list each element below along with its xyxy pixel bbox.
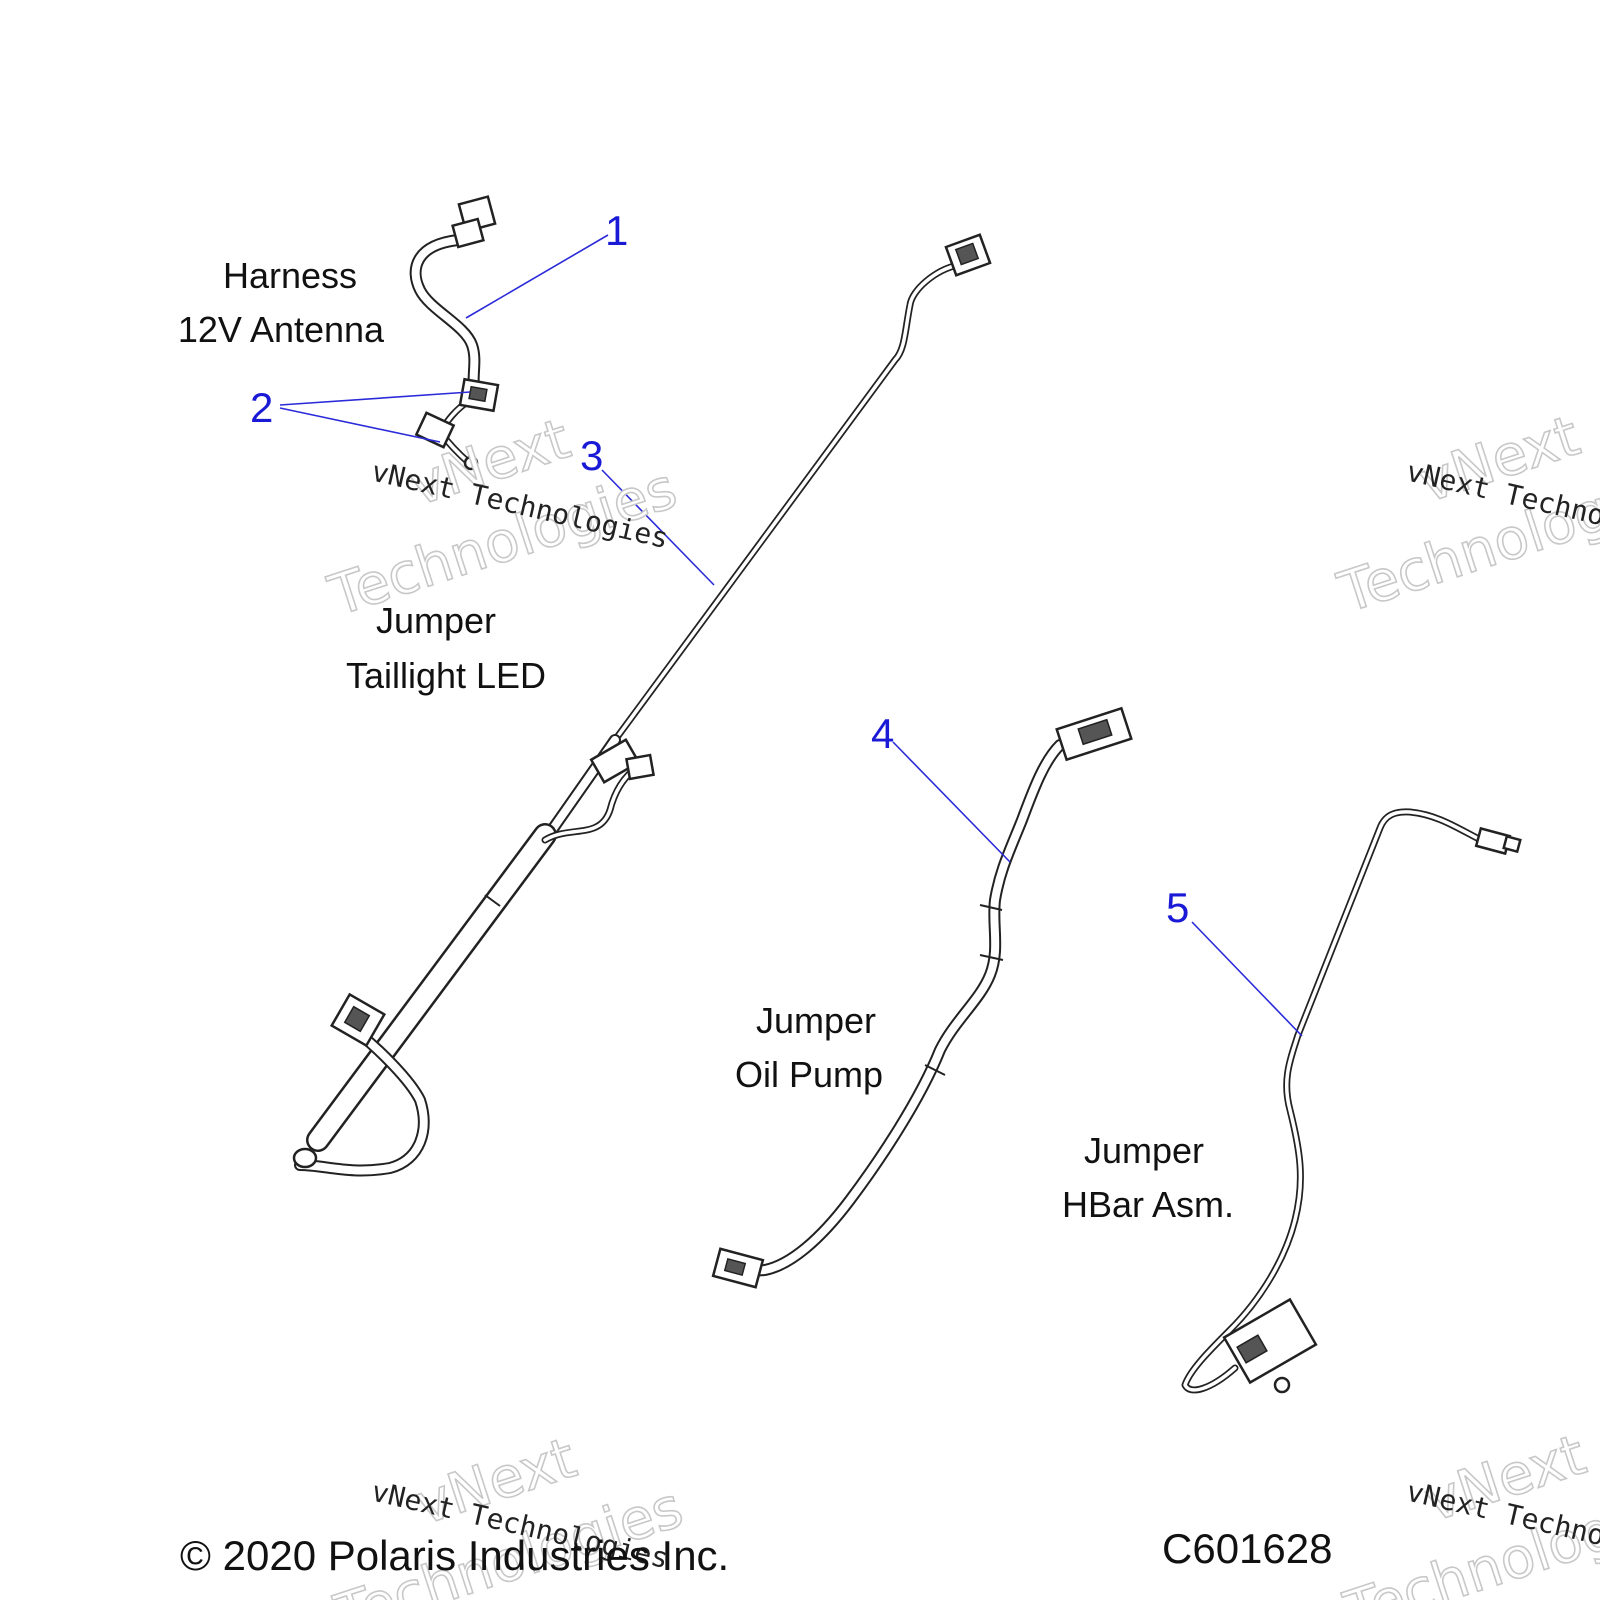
label-jumper-oil: Jumper (756, 1000, 876, 1041)
label-harness: Harness (223, 255, 357, 296)
label-hbar-asm: HBar Asm. (1062, 1184, 1234, 1225)
leader-lines (279, 234, 1303, 1037)
copyright-notice: © 2020 Polaris Industries Inc. (180, 1532, 729, 1579)
callout-2: 2 (250, 384, 273, 431)
drawing-number: C601628 (1162, 1525, 1332, 1572)
label-taillight-led: Taillight LED (346, 655, 546, 696)
jumper-taillight-led-drawing (292, 233, 992, 1177)
callout-1: 1 (605, 207, 628, 254)
callout-3: 3 (580, 432, 603, 479)
label-oil-pump: Oil Pump (735, 1054, 883, 1095)
jumper-oil-pump-drawing (711, 706, 1133, 1289)
jumper-hbar-asm-drawing (1181, 808, 1522, 1394)
callout-5: 5 (1166, 884, 1189, 931)
label-jumper-hbar: Jumper (1084, 1130, 1204, 1171)
harness-12v-antenna-drawing (409, 195, 500, 471)
label-jumper-taillight: Jumper (376, 600, 496, 641)
label-12v-antenna: 12V Antenna (178, 309, 385, 350)
callout-4: 4 (871, 710, 894, 757)
